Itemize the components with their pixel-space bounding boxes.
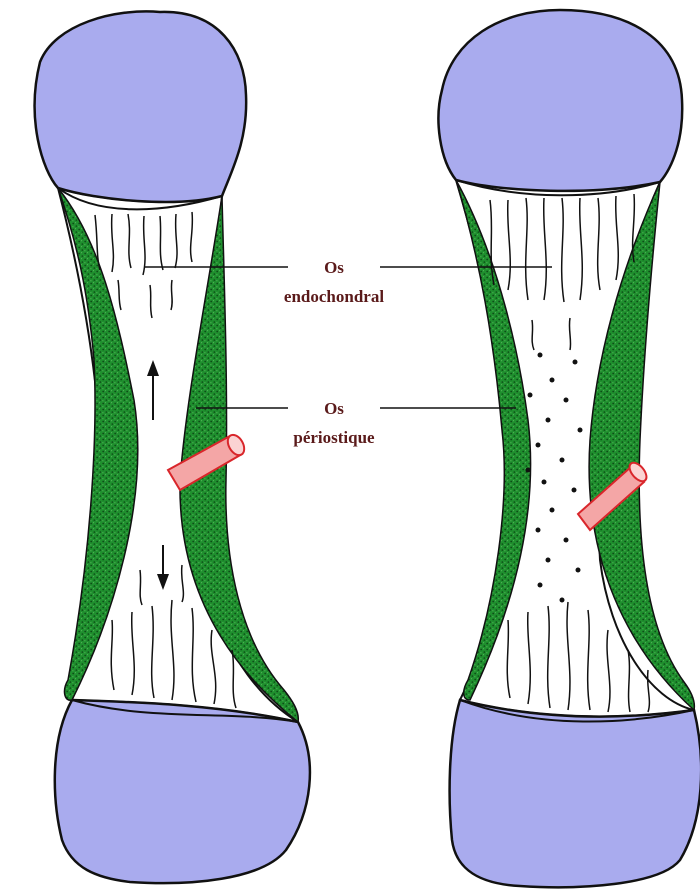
label-endochondral-line2: endochondral [284,287,384,306]
label-periostique-line1: Os [324,399,344,418]
right-bone [438,10,700,887]
label-periostique-line2: périostique [293,428,375,447]
left-bone [35,11,310,883]
left-bottom-epiphysis [55,700,310,883]
right-bottom-epiphysis [450,700,700,887]
label-periostique: Os périostique [196,399,516,447]
left-top-epiphysis [35,11,247,202]
right-top-epiphysis [438,10,682,191]
label-endochondral-line1: Os [324,258,344,277]
